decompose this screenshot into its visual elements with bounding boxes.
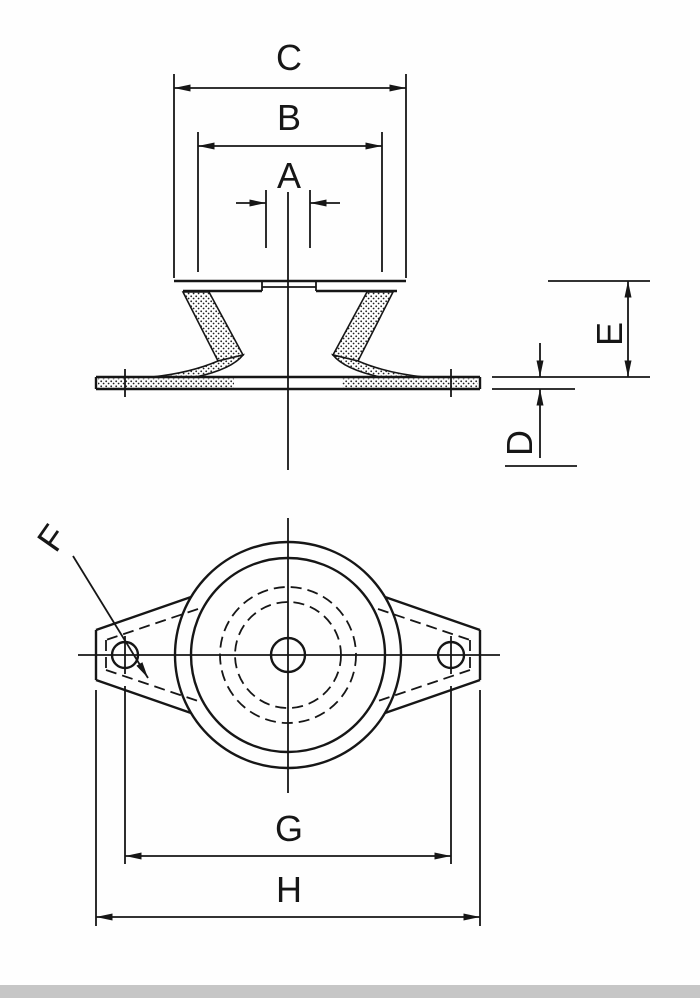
lug-left-hidden-bottom bbox=[105, 669, 199, 702]
lug-right-bottom-edge bbox=[384, 678, 481, 715]
plan-view: F G H bbox=[29, 517, 500, 926]
hidden-circle-outer bbox=[219, 586, 357, 724]
dim-e-label: E bbox=[589, 322, 630, 346]
lug-left-top-edge bbox=[95, 595, 192, 632]
dim-c-label: C bbox=[276, 37, 302, 78]
dim-a-label: A bbox=[277, 155, 301, 196]
flange-stipple-left bbox=[98, 378, 234, 388]
footer-scan-band bbox=[0, 985, 700, 998]
dim-g-label: G bbox=[275, 808, 303, 849]
lug-right-hidden-top bbox=[377, 608, 471, 641]
rubber-wall-left bbox=[181, 291, 245, 362]
dim-h-label: H bbox=[276, 869, 302, 910]
rubber-skirt-left bbox=[151, 353, 246, 378]
dim-d-label: D bbox=[499, 430, 540, 456]
dimension-a: A bbox=[236, 155, 340, 248]
dimension-c: C bbox=[173, 37, 407, 278]
lug-left-hidden-top bbox=[105, 608, 199, 641]
lug-right-hidden-bottom bbox=[377, 669, 471, 702]
flange-stipple-right bbox=[342, 378, 478, 388]
lug-right-top-edge bbox=[384, 595, 481, 632]
second-circle bbox=[189, 556, 387, 754]
rubber-wall-right bbox=[331, 291, 395, 362]
dimension-e: E bbox=[492, 280, 650, 378]
front-view: C B A bbox=[94, 37, 650, 470]
lug-right bbox=[377, 595, 482, 715]
center-bolt-hole bbox=[269, 636, 307, 674]
callout-f-leader bbox=[72, 555, 149, 679]
lug-left-bottom-edge bbox=[95, 678, 192, 715]
dimension-h: H bbox=[95, 690, 481, 926]
outer-circle bbox=[173, 540, 403, 770]
dim-b-label: B bbox=[277, 97, 301, 138]
dimension-g: G bbox=[124, 686, 452, 864]
callout-f-label: F bbox=[29, 517, 75, 559]
mount-body bbox=[94, 279, 482, 397]
hidden-circle-inner bbox=[234, 601, 342, 709]
rubber-skirt-right bbox=[330, 353, 425, 378]
dimension-b: B bbox=[197, 97, 383, 272]
dimension-d: D bbox=[492, 343, 577, 467]
callout-f: F bbox=[29, 517, 149, 679]
